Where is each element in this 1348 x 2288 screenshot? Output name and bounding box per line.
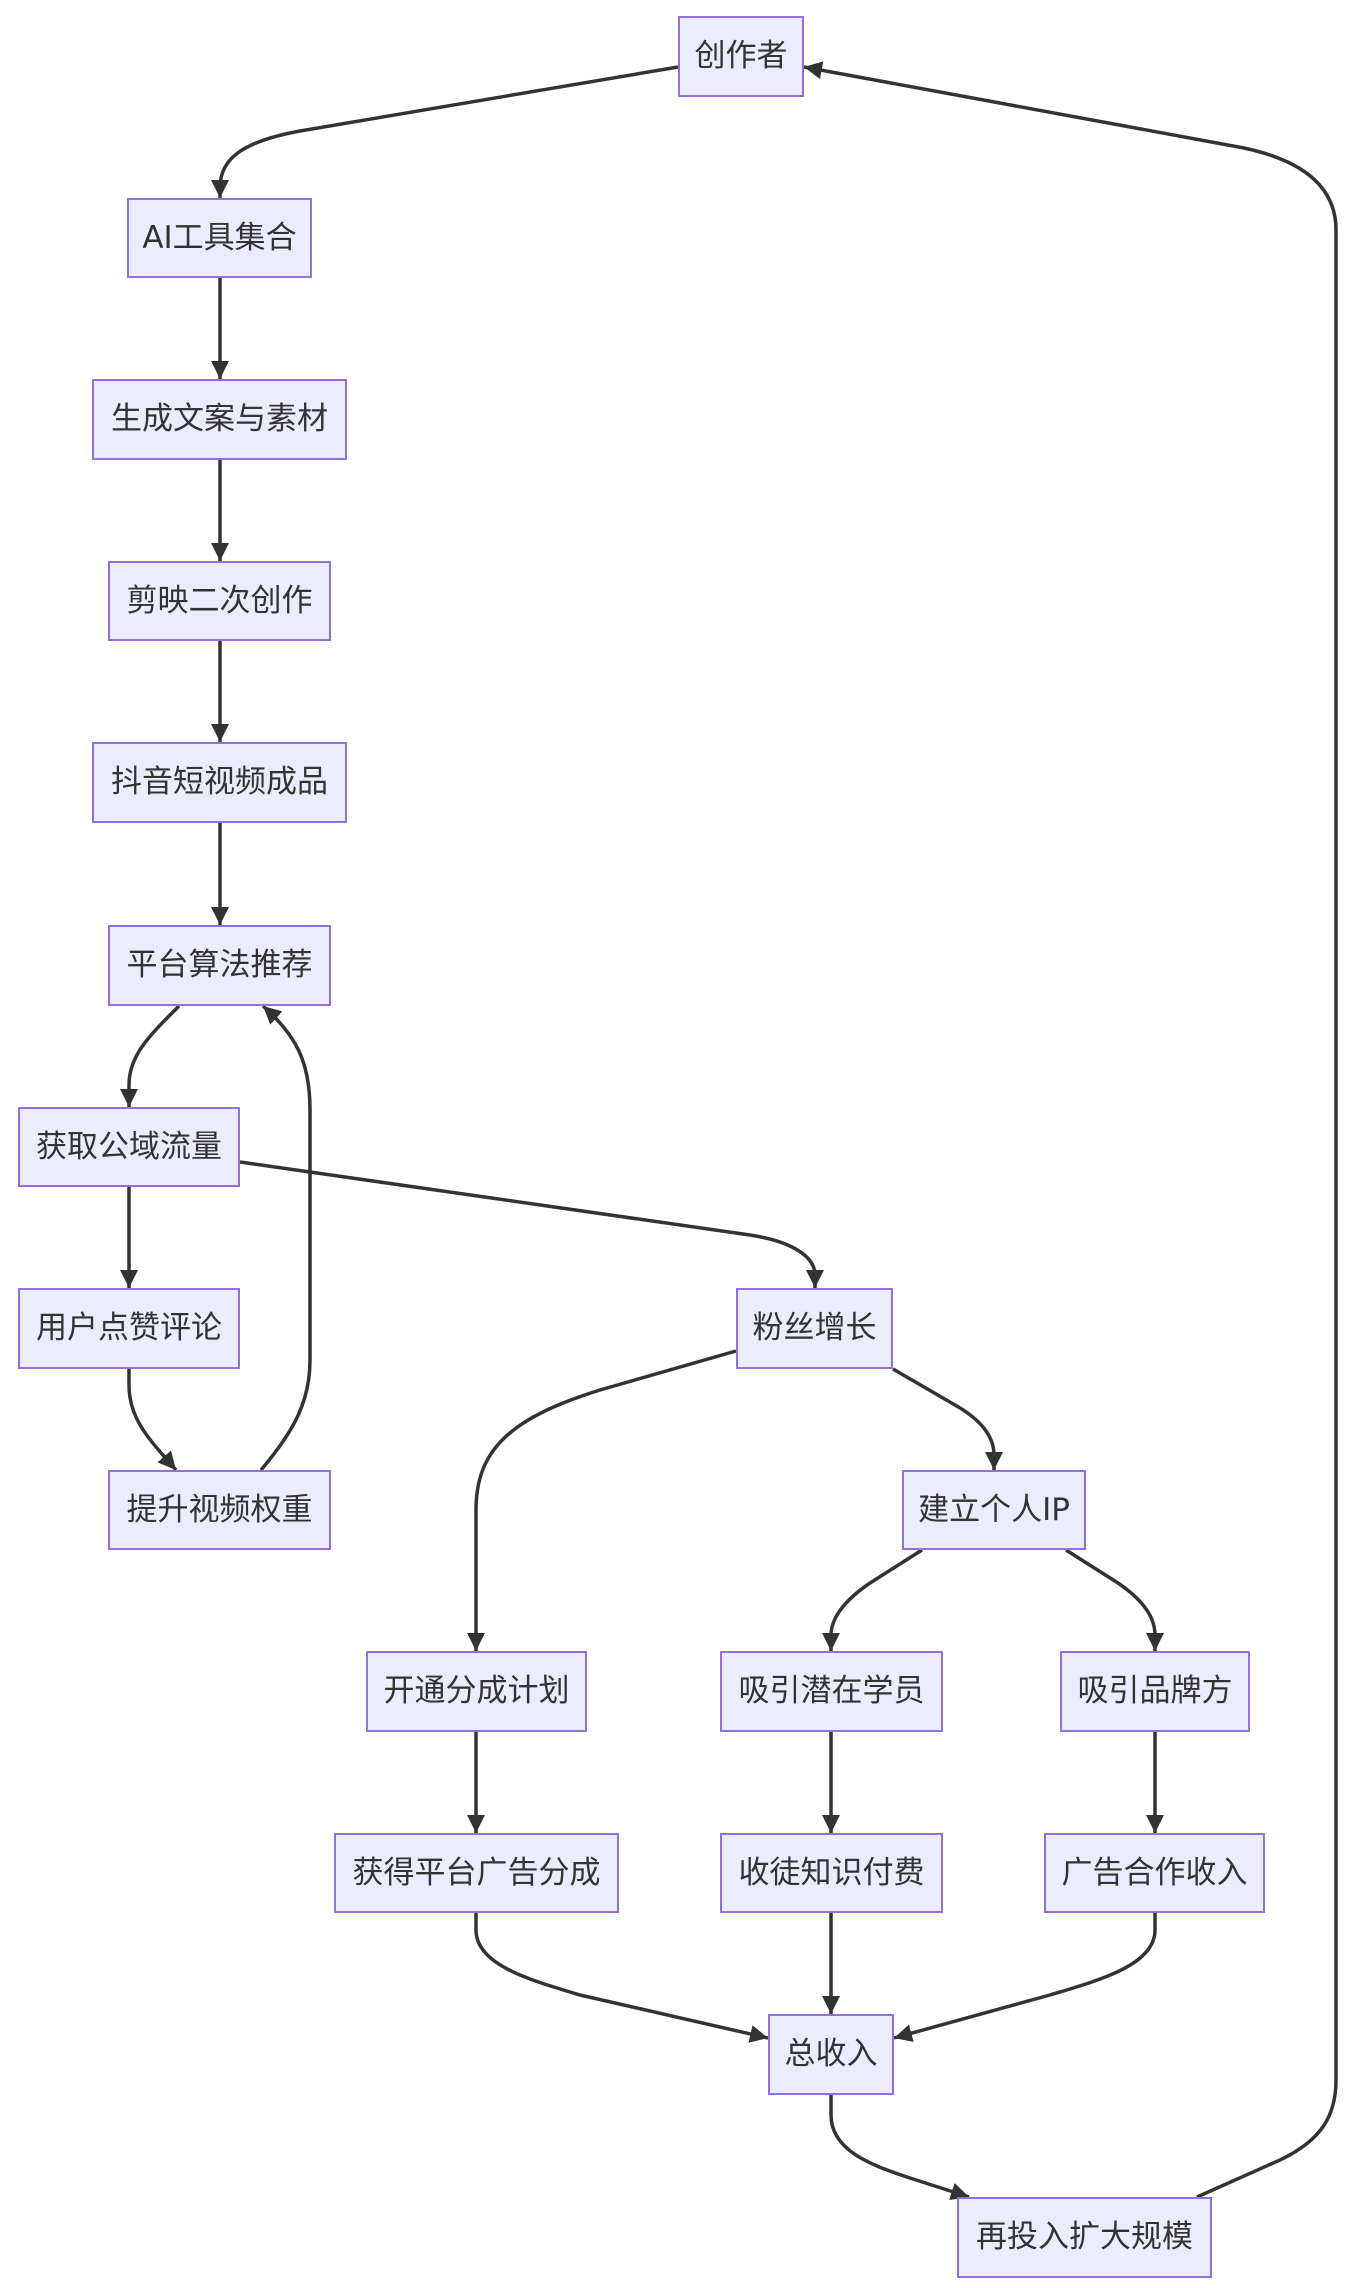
node-label: 获得平台广告分成 (352, 1854, 601, 1891)
node-generate-copy: 生成文案与素材 (92, 379, 347, 460)
edge-public-traffic-to-fan-growth (239, 1160, 824, 1288)
node-ad-partnership-income: 广告合作收入 (1044, 1833, 1265, 1913)
node-label: 获取公域流量 (36, 1128, 222, 1165)
node-label: 创作者 (694, 38, 788, 74)
node-label: 建立个人IP (918, 1491, 1070, 1528)
node-label: 广告合作收入 (1061, 1854, 1248, 1891)
node-label: 开通分成计划 (383, 1673, 570, 1709)
node-ai-tools: AI工具集合 (127, 198, 312, 278)
edge-personal-ip-to-attract-brands (1065, 1548, 1164, 1651)
node-label: 生成文案与素材 (111, 401, 328, 437)
edge-ad-partnership-income-to-total-income (893, 1913, 1157, 2042)
node-label: AI工具集合 (142, 219, 297, 256)
node-attract-brands: 吸引品牌方 (1060, 1651, 1250, 1732)
edge-fan-growth-to-personal-ip (892, 1367, 1003, 1470)
node-label: 再投入扩大规模 (976, 2219, 1193, 2255)
node-platform-algorithm: 平台算法推荐 (108, 925, 331, 1006)
node-label: 提升视频权重 (126, 1491, 313, 1528)
node-fan-growth: 粉丝增长 (736, 1288, 893, 1369)
edge-personal-ip-to-attract-students (822, 1548, 923, 1651)
node-personal-ip: 建立个人IP (902, 1470, 1086, 1550)
edge-reinvest-scale-to-creator (803, 61, 1338, 2199)
node-capcut-edit: 剪映二次创作 (108, 561, 331, 641)
node-revenue-share-plan: 开通分成计划 (366, 1651, 587, 1732)
node-label: 总收入 (784, 2036, 878, 2072)
node-label: 吸引品牌方 (1077, 1673, 1233, 1709)
edge-ad-revenue-share-to-total-income (474, 1913, 769, 2043)
edge-fan-growth-to-revenue-share-plan (467, 1349, 737, 1651)
node-label: 剪映二次创作 (126, 582, 313, 619)
node-label: 平台算法推荐 (126, 947, 313, 983)
edge-creator-to-ai-tools (211, 65, 679, 198)
node-paid-courses: 收徒知识付费 (720, 1833, 943, 1913)
node-reinvest-scale: 再投入扩大规模 (957, 2197, 1212, 2278)
node-attract-students: 吸引潜在学员 (720, 1651, 943, 1732)
node-ad-revenue-share: 获得平台广告分成 (334, 1833, 619, 1913)
edge-platform-algorithm-to-public-traffic (120, 1004, 181, 1107)
node-public-traffic: 获取公域流量 (18, 1107, 240, 1187)
node-creator: 创作者 (678, 16, 804, 97)
node-user-engagement: 用户点赞评论 (18, 1288, 240, 1369)
node-total-income: 总收入 (768, 2014, 894, 2095)
node-douyin-video: 抖音短视频成品 (92, 742, 347, 823)
node-label: 抖音短视频成品 (111, 764, 328, 800)
edge-total-income-to-reinvest-scale (829, 2095, 970, 2201)
node-label: 粉丝增长 (752, 1310, 877, 1346)
node-video-weight: 提升视频权重 (108, 1470, 331, 1550)
node-label: 吸引潜在学员 (738, 1673, 925, 1709)
edge-user-engagement-to-video-weight (127, 1369, 178, 1472)
node-label: 用户点赞评论 (36, 1310, 222, 1346)
edge-video-weight-to-platform-algorithm (259, 1004, 312, 1472)
node-label: 收徒知识付费 (738, 1854, 925, 1891)
